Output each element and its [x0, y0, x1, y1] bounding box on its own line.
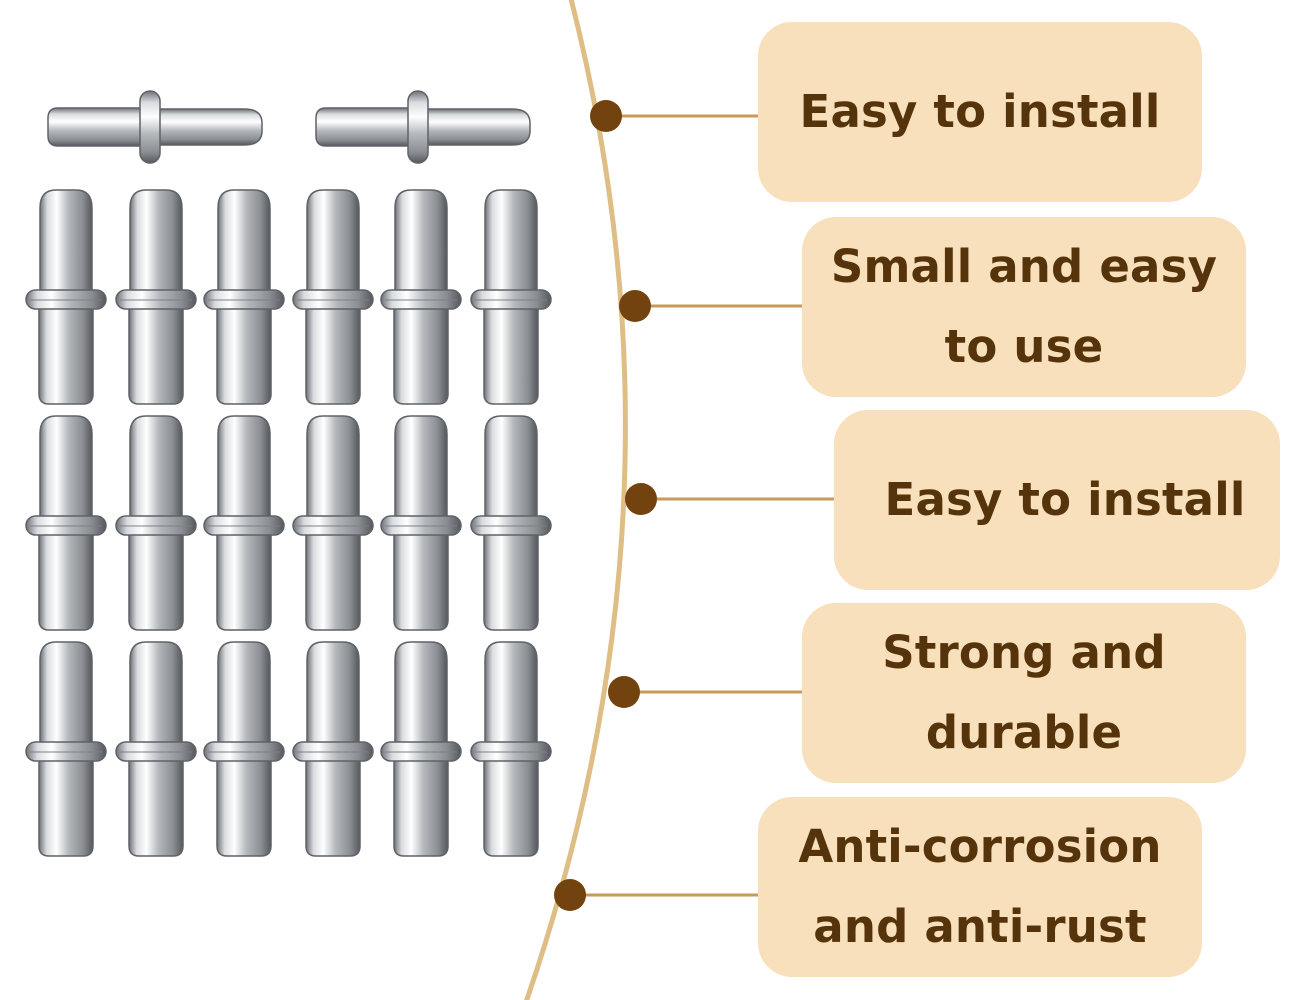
feature-label: Small and easy to use	[830, 240, 1218, 373]
bullet-dot	[554, 879, 586, 911]
shelf-pin-icon	[25, 189, 107, 405]
feature-card-easy-to-install-2: Easy to install	[834, 410, 1280, 590]
bullet-dot	[619, 290, 651, 322]
feature-label: Easy to install	[799, 85, 1161, 138]
bullet-dot	[590, 100, 622, 132]
shelf-pin-icon	[115, 189, 197, 405]
shelf-pin-icon	[470, 641, 552, 857]
bullet-dot	[608, 676, 640, 708]
feature-card-anti-corrosion: Anti-corrosion and anti-rust	[758, 797, 1202, 977]
feature-card-small-and-easy: Small and easy to use	[802, 217, 1246, 397]
shelf-pin-icon	[470, 189, 552, 405]
feature-label: Anti-corrosion and anti-rust	[798, 820, 1162, 953]
shelf-pin-icon	[203, 415, 285, 631]
shelf-pins-photo	[25, 90, 552, 857]
feature-card-easy-to-install: Easy to install	[758, 22, 1202, 202]
bullet-dot	[625, 483, 657, 515]
feature-label: Strong and durable	[882, 626, 1166, 759]
shelf-pin-icon	[25, 641, 107, 857]
shelf-pin-icon	[470, 415, 552, 631]
shelf-pin-icon	[292, 189, 374, 405]
feature-card-strong-and-durable: Strong and durable	[802, 603, 1246, 783]
decorative-arc	[524, 0, 628, 1000]
shelf-pin-icon	[203, 189, 285, 405]
shelf-pin-icon	[380, 415, 462, 631]
shelf-pin-icon	[25, 415, 107, 631]
shelf-pin-icon	[380, 641, 462, 857]
shelf-pin-icon	[115, 641, 197, 857]
shelf-pin-icon	[292, 641, 374, 857]
feature-label: Easy to install	[884, 473, 1246, 526]
shelf-pin-icon	[47, 90, 263, 164]
shelf-pin-icon	[292, 415, 374, 631]
shelf-pin-icon	[315, 90, 531, 164]
shelf-pin-icon	[203, 641, 285, 857]
feature-connectors	[554, 100, 834, 911]
shelf-pin-icon	[115, 415, 197, 631]
shelf-pin-icon	[380, 189, 462, 405]
